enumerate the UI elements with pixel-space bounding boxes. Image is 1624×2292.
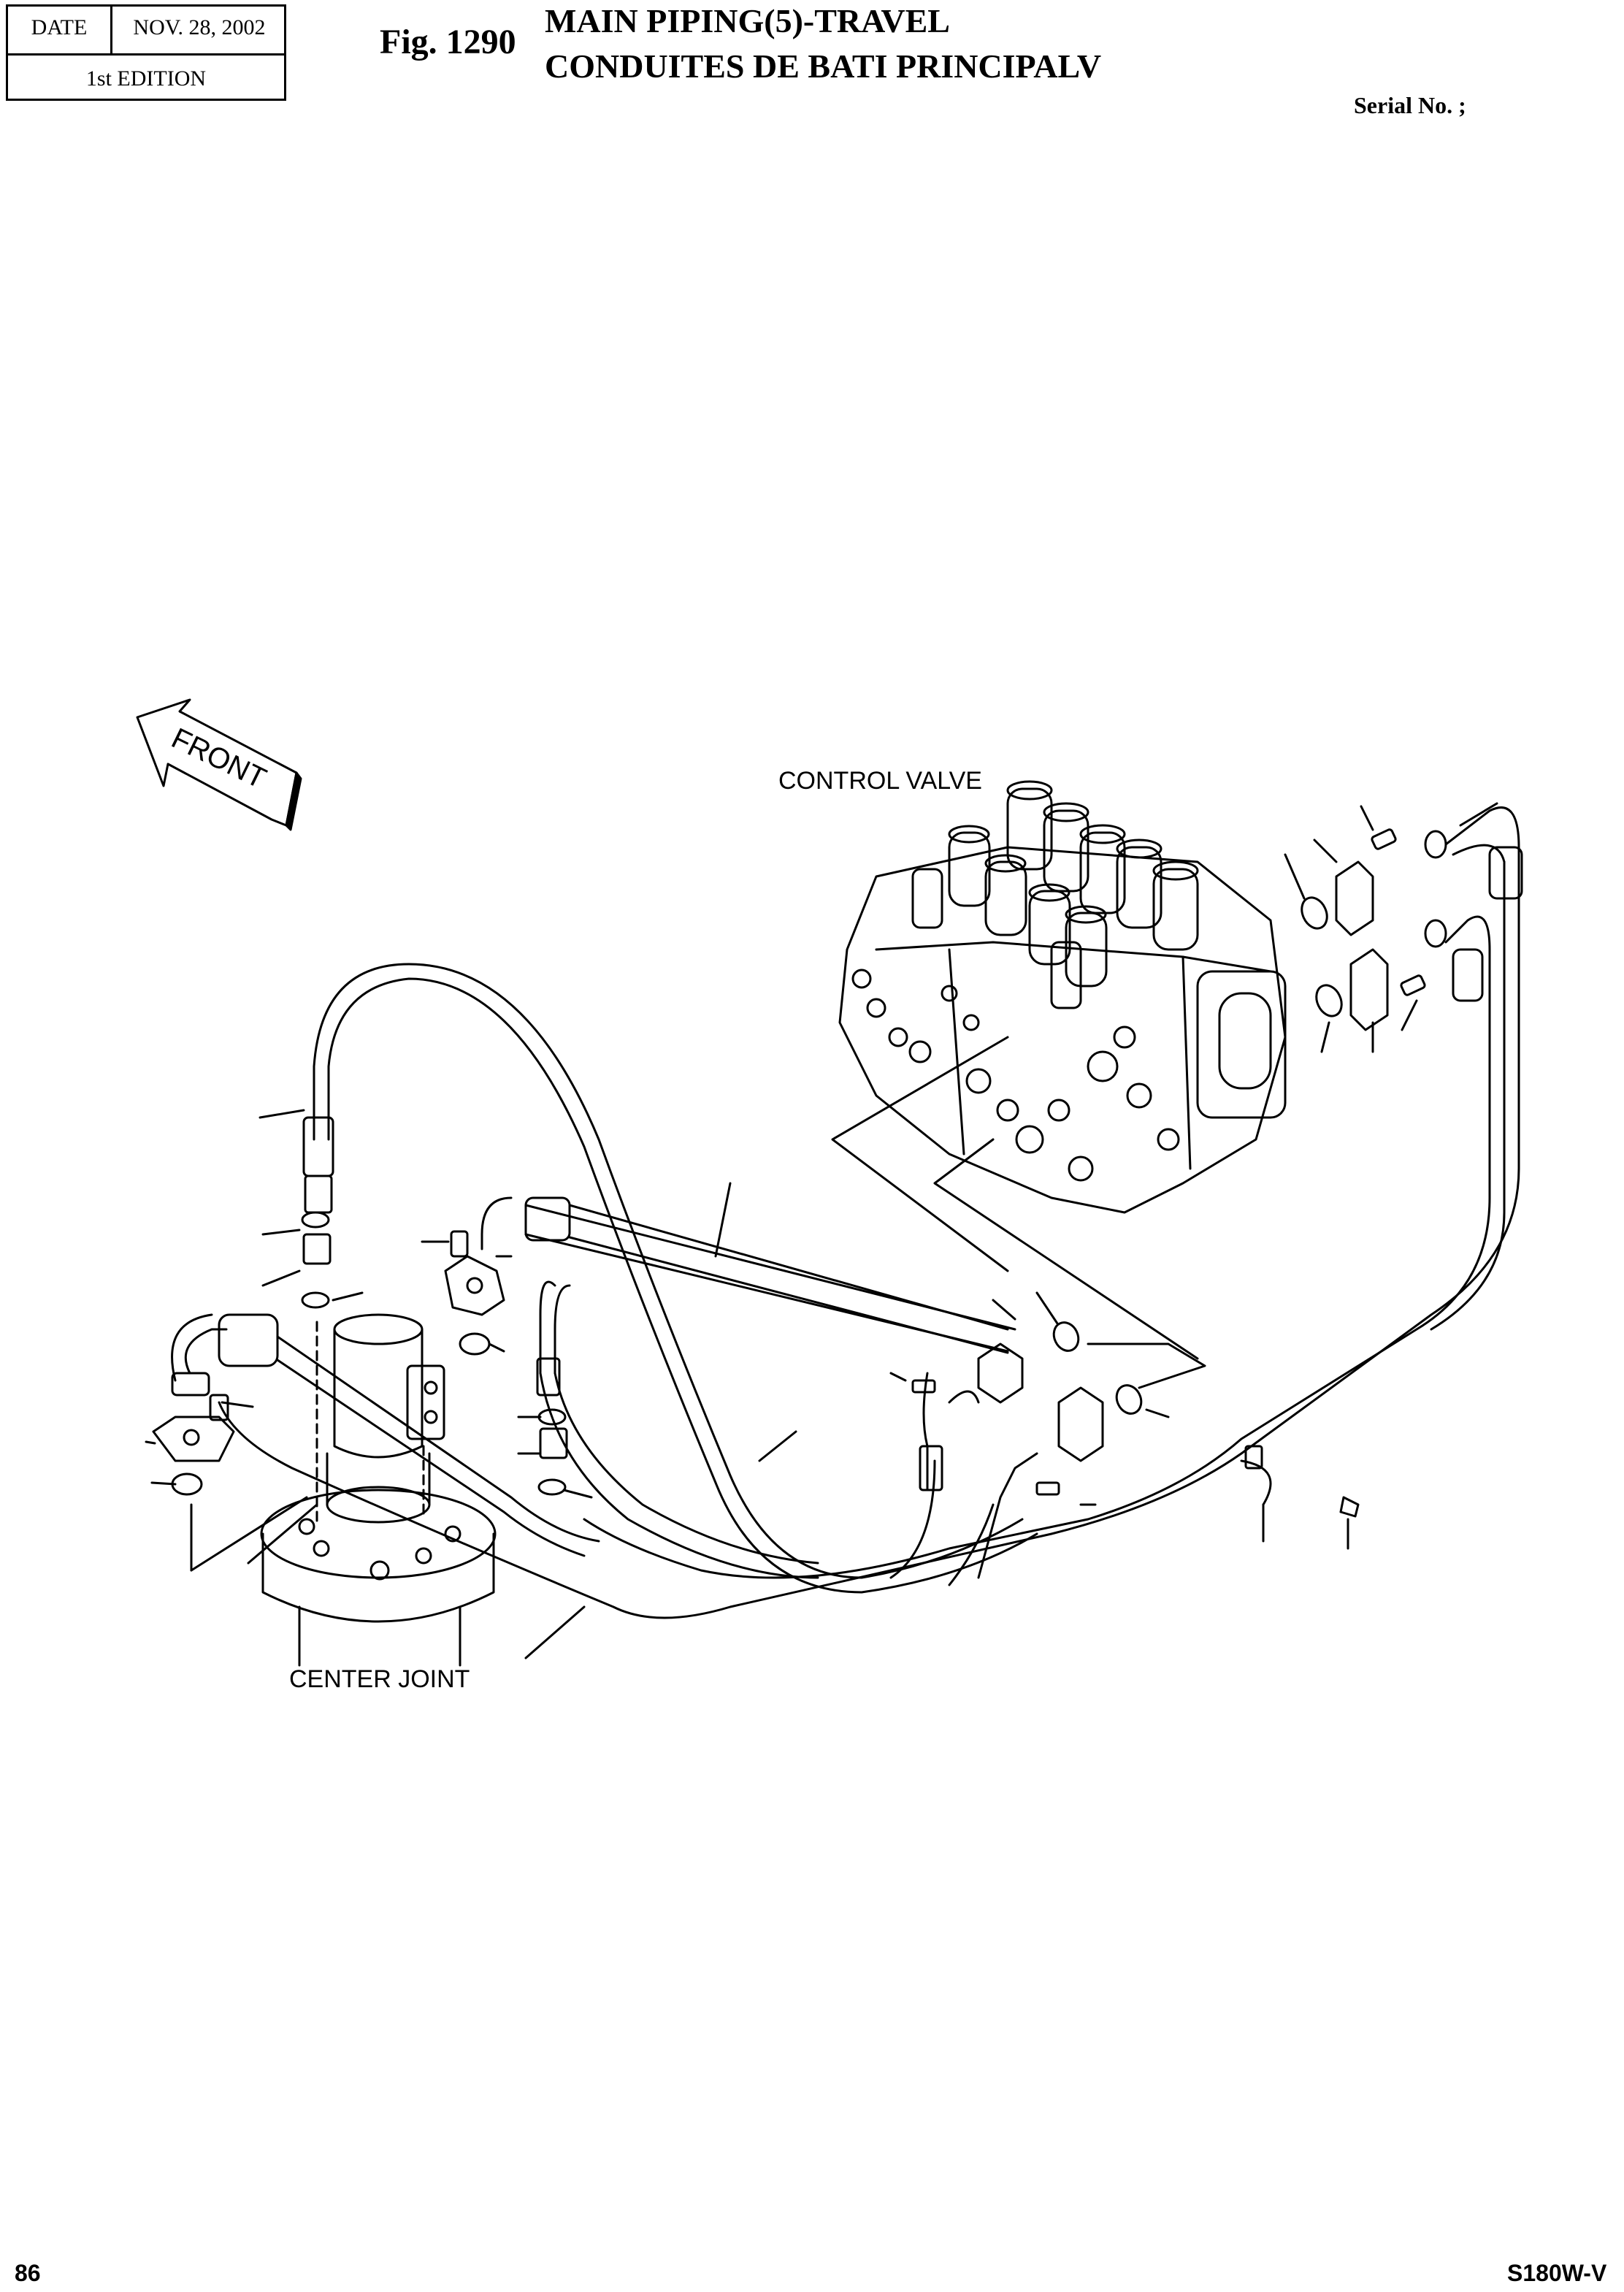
middle-hoses bbox=[480, 1182, 1170, 1659]
front-arrow-icon: FRONT bbox=[136, 698, 302, 831]
title-french: CONDUITES DE BATI PRINCIPALV bbox=[545, 47, 1102, 85]
hose-clamp bbox=[1240, 1445, 1360, 1550]
center-joint-label: CENTER JOINT bbox=[289, 1665, 470, 1693]
date-value: NOV. 28, 2002 bbox=[133, 15, 266, 39]
date-box: DATE NOV. 28, 2002 1st EDITION bbox=[6, 4, 286, 101]
serial-number: Serial No. ; bbox=[1354, 92, 1466, 118]
center-joint: CENTER JOINT bbox=[190, 1313, 497, 1693]
title-english: MAIN PIPING(5)-TRAVEL bbox=[545, 2, 950, 39]
date-label: DATE bbox=[31, 15, 88, 39]
date-divider bbox=[110, 7, 112, 53]
page-number: 86 bbox=[15, 2260, 41, 2286]
control-valve: CONTROL VALVE bbox=[778, 767, 1287, 1214]
upper-right-fittings bbox=[1284, 805, 1447, 1053]
edition-label: 1st EDITION bbox=[85, 66, 207, 91]
model-number: S180W-V bbox=[1507, 2260, 1607, 2286]
figure-number: Fig. 1290 bbox=[380, 23, 516, 61]
control-valve-label: CONTROL VALVE bbox=[778, 767, 982, 795]
date-row bbox=[8, 7, 284, 56]
right-hoses bbox=[218, 802, 1523, 1619]
large-loop-hose bbox=[302, 963, 1038, 1594]
left-fittings bbox=[145, 1109, 600, 1557]
